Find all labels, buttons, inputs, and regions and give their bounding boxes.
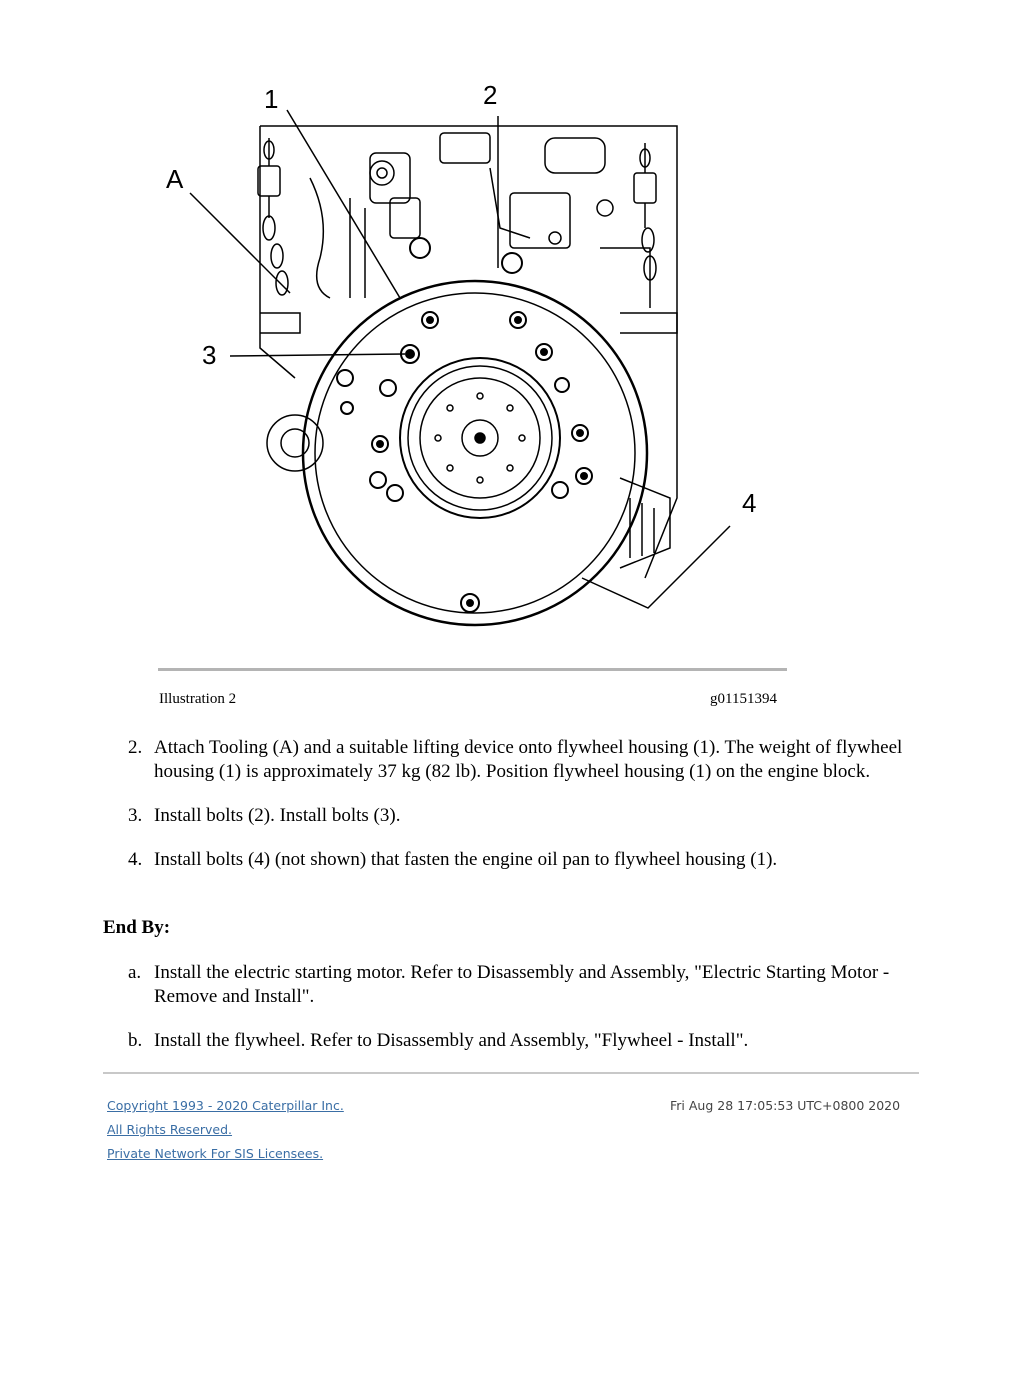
step-letter: b.: [128, 1030, 143, 1051]
copyright-link[interactable]: Copyright 1993 - 2020 Caterpillar Inc.: [107, 1098, 344, 1113]
illustration-id: g01151394: [710, 691, 777, 707]
illustration-caption: Illustration 2: [159, 691, 237, 707]
callout-3: 3: [202, 340, 216, 370]
step-text: Install the flywheel. Refer to Disassemb…: [154, 1030, 749, 1051]
step-text: Attach Tooling (A) and a suitable liftin…: [154, 737, 903, 782]
callout-1: 1: [264, 84, 278, 114]
step-number: 4.: [128, 849, 143, 870]
procedure-steps: 2. Attach Tooling (A) and a suitable lif…: [120, 736, 910, 892]
step-number: 2.: [128, 737, 143, 758]
footer-timestamp: Fri Aug 28 17:05:53 UTC+0800 2020: [670, 1098, 901, 1113]
step-item: 2. Attach Tooling (A) and a suitable lif…: [120, 736, 910, 784]
end-by-steps: a. Install the electric starting motor. …: [120, 961, 910, 1073]
rights-link[interactable]: All Rights Reserved.: [107, 1122, 233, 1137]
callout-2: 2: [483, 80, 497, 110]
network-link[interactable]: Private Network For SIS Licensees.: [107, 1146, 324, 1161]
footer-copyright: Copyright 1993 - 2020 Caterpillar Inc.: [107, 1098, 344, 1113]
step-item: 3. Install bolts (2). Install bolts (3).: [120, 804, 910, 828]
caption-divider: [158, 668, 787, 671]
flywheel-housing-illustration: 1 2 A 3 4: [166, 80, 756, 627]
callout-4: 4: [742, 488, 756, 518]
end-by-item: a. Install the electric starting motor. …: [120, 961, 910, 1009]
callout-a: A: [166, 164, 184, 194]
step-item: 4. Install bolts (4) (not shown) that fa…: [120, 848, 910, 872]
footer-network: Private Network For SIS Licensees.: [107, 1146, 323, 1161]
step-number: 3.: [128, 805, 143, 826]
step-letter: a.: [128, 962, 142, 983]
step-text: Install bolts (2). Install bolts (3).: [154, 805, 401, 826]
footer-rights: All Rights Reserved.: [107, 1122, 232, 1137]
step-text: Install the electric starting motor. Ref…: [154, 962, 890, 1007]
end-by-heading: End By:: [103, 917, 171, 938]
step-text: Install bolts (4) (not shown) that faste…: [154, 849, 778, 870]
footer-divider: [103, 1072, 919, 1074]
end-by-item: b. Install the flywheel. Refer to Disass…: [120, 1029, 910, 1053]
